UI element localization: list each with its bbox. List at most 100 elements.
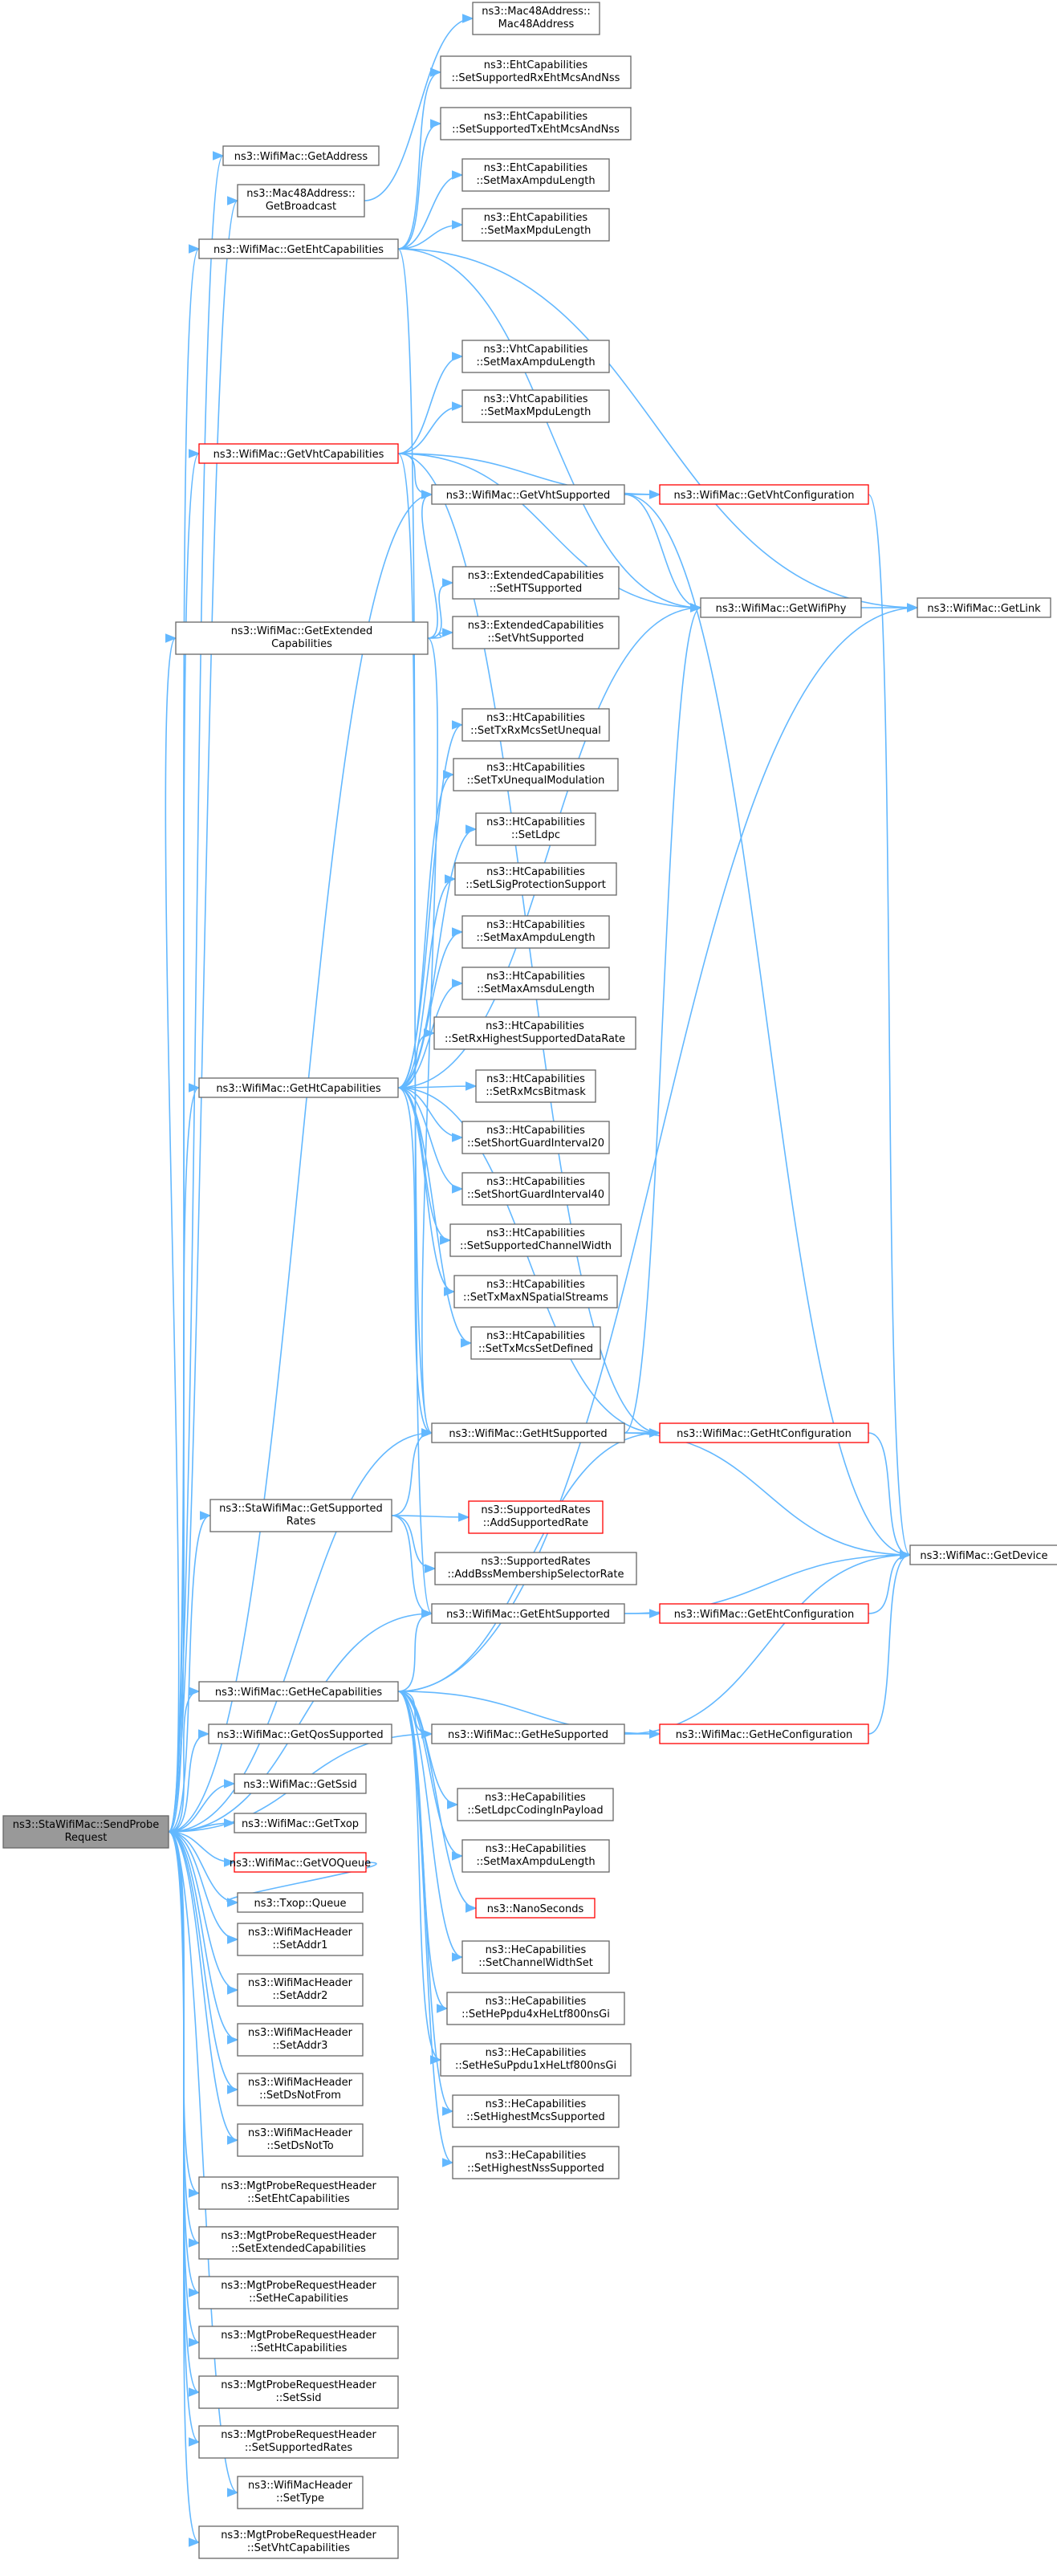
node-eht-setmpdu[interactable]: ns3::EhtCapabilities::SetMaxMpduLength [461, 208, 610, 242]
node-he-ppdu4x[interactable]: ns3::HeCapabilities::SetHePpdu4xHeLtf800… [446, 1992, 625, 2025]
node-label: ::SetSsid [276, 2392, 322, 2404]
node-label: ns3::EhtCapabilities [484, 162, 588, 174]
node-getheconf[interactable]: ns3::WifiMac::GetHeConfiguration [659, 1723, 869, 1744]
node-ht-ldpc[interactable]: ns3::HtCapabilities::SetLdpc [475, 812, 596, 846]
node-getdevice[interactable]: ns3::WifiMac::GetDevice [909, 1544, 1057, 1565]
node-label: ns3::WifiMac::GetHeConfiguration [676, 1729, 853, 1741]
node-box [208, 1723, 392, 1744]
node-eht-settx[interactable]: ns3::EhtCapabilities::SetSupportedTxEhtM… [440, 107, 632, 140]
node-ht-txrxunequal[interactable]: ns3::HtCapabilities::SetTxRxMcsSetUnequa… [461, 708, 610, 742]
node-ht-txunequalmod[interactable]: ns3::HtCapabilities::SetTxUnequalModulat… [453, 758, 619, 792]
node-getvhtsup[interactable]: ns3::WifiMac::GetVhtSupported [431, 484, 625, 505]
node-hdr-dsnotfrom[interactable]: ns3::WifiMacHeader::SetDsNotFrom [237, 2073, 364, 2106]
node-hdr-dsnotto[interactable]: ns3::WifiMacHeader::SetDsNotTo [237, 2123, 364, 2157]
node-probe-vht[interactable]: ns3::MgtProbeRequestHeader::SetVhtCapabi… [198, 2525, 399, 2559]
node-getwifiphy[interactable]: ns3::WifiMac::GetWifiPhy [700, 597, 862, 618]
node-probe-rates[interactable]: ns3::MgtProbeRequestHeader::SetSupported… [198, 2425, 399, 2459]
node-hdr-settype[interactable]: ns3::WifiMacHeader::SetType [237, 2476, 364, 2509]
node-getvhtcap[interactable]: ns3::WifiMac::GetVhtCapabilities [198, 443, 399, 464]
node-ht-sgi40[interactable]: ns3::HtCapabilities::SetShortGuardInterv… [461, 1172, 610, 1206]
node-box [237, 1892, 364, 1913]
node-txopqueue[interactable]: ns3::Txop::Queue [237, 1892, 364, 1913]
node-label: Rates [287, 1516, 316, 1528]
node-box [234, 1813, 367, 1833]
node-he-su1x[interactable]: ns3::HeCapabilities::SetHeSuPpdu1xHeLtf8… [440, 2043, 632, 2077]
node-ht-lsig[interactable]: ns3::HtCapabilities::SetLSigProtectionSu… [454, 862, 617, 896]
node-he-highmcs[interactable]: ns3::HeCapabilities::SetHighestMcsSuppor… [452, 2094, 620, 2128]
node-gethtcap[interactable]: ns3::WifiMac::GetHtCapabilities [198, 1077, 399, 1098]
node-eht-setampdu[interactable]: ns3::EhtCapabilities::SetMaxAmpduLength [461, 158, 610, 192]
node-box [431, 1603, 625, 1624]
node-box [440, 107, 632, 140]
node-eht-setrx[interactable]: ns3::EhtCapabilities::SetSupportedRxEhtM… [440, 55, 632, 89]
node-vht-setmpdu[interactable]: ns3::VhtCapabilities::SetMaxMpduLength [461, 389, 610, 423]
node-label: ns3::StaWifiMac::GetSupported [219, 1503, 383, 1515]
node-ht-txmaxnss[interactable]: ns3::HtCapabilities::SetTxMaxNSpatialStr… [453, 1275, 618, 1308]
node-label: ns3::HtCapabilities [486, 1330, 585, 1342]
node-ht-rxhighest[interactable]: ns3::HtCapabilities::SetRxHighestSupport… [433, 1016, 636, 1050]
node-ht-ampdu[interactable]: ns3::HtCapabilities::SetMaxAmpduLength [461, 915, 610, 949]
node-gethtsup[interactable]: ns3::WifiMac::GetHtSupported [431, 1422, 625, 1443]
node-box [237, 2073, 364, 2106]
node-ht-chwidth[interactable]: ns3::HtCapabilities::SetSupportedChannel… [449, 1223, 622, 1257]
node-getssid[interactable]: ns3::WifiMac::GetSsid [234, 1773, 367, 1794]
node-gethtconf[interactable]: ns3::WifiMac::GetHtConfiguration [659, 1422, 869, 1443]
node-he-highnss[interactable]: ns3::HeCapabilities::SetHighestNssSuppor… [452, 2146, 620, 2179]
node-gethesup[interactable]: ns3::WifiMac::GetHeSupported [431, 1723, 625, 1744]
node-label: ::SetSupportedRxEhtMcsAndNss [452, 72, 620, 84]
node-getlink[interactable]: ns3::WifiMac::GetLink [917, 597, 1051, 618]
node-label: ::SetMaxMpduLength [481, 406, 592, 418]
node-probe-eht[interactable]: ns3::MgtProbeRequestHeader::SetEhtCapabi… [198, 2176, 399, 2210]
node-getvhtconf[interactable]: ns3::WifiMac::GetVhtConfiguration [659, 484, 869, 505]
node-gethecap[interactable]: ns3::WifiMac::GetHeCapabilities [198, 1681, 399, 1702]
edge-root-to-gethtcap [168, 1083, 201, 1833]
edge-root-to-getextcap [165, 633, 180, 1833]
node-getqos[interactable]: ns3::WifiMac::GetQosSupported [208, 1723, 392, 1744]
edge-root-to-hdr-dsnotto [168, 1831, 239, 2145]
node-ext-setht[interactable]: ns3::ExtendedCapabilities::SetHTSupporte… [452, 566, 620, 600]
node-hdr-addr2[interactable]: ns3::WifiMacHeader::SetAddr2 [237, 1973, 364, 2007]
node-nanoseconds[interactable]: ns3::NanoSeconds [475, 1898, 596, 1919]
node-addbss[interactable]: ns3::SupportedRates::AddBssMembershipSel… [434, 1552, 637, 1585]
node-box [453, 758, 619, 792]
node-probe-ht[interactable]: ns3::MgtProbeRequestHeader::SetHtCapabil… [198, 2326, 399, 2359]
node-he-chwidth[interactable]: ns3::HeCapabilities::SetChannelWidthSet [461, 1940, 610, 1974]
node-vht-setampdu[interactable]: ns3::VhtCapabilities::SetMaxAmpduLength [461, 340, 610, 373]
node-getaddress[interactable]: ns3::WifiMac::GetAddress [222, 145, 380, 166]
node-ht-amsdu[interactable]: ns3::HtCapabilities::SetMaxAmsduLength [461, 967, 610, 1000]
node-hdr-addr3[interactable]: ns3::WifiMacHeader::SetAddr3 [237, 2023, 364, 2057]
edge-gethesup-to-getdevice [624, 1550, 912, 1735]
node-label: ns3::HtCapabilities [486, 762, 585, 774]
node-he-ldpc[interactable]: ns3::HeCapabilities::SetLdpcCodingInPayl… [457, 1788, 614, 1821]
node-ht-sgi20[interactable]: ns3::HtCapabilities::SetShortGuardInterv… [461, 1121, 610, 1154]
node-getvoqueue[interactable]: ns3::WifiMac::GetVOQueue [230, 1852, 371, 1873]
node-he-ampdu[interactable]: ns3::HeCapabilities::SetMaxAmpduLength [461, 1839, 610, 1873]
node-getehtcap[interactable]: ns3::WifiMac::GetEhtCapabilities [198, 238, 399, 259]
node-getehtsup[interactable]: ns3::WifiMac::GetEhtSupported [431, 1603, 625, 1624]
node-mac48-mac48[interactable]: ns3::Mac48Address::Mac48Address [472, 2, 600, 35]
node-label: ns3::HeCapabilities [486, 1944, 587, 1956]
node-gettxop[interactable]: ns3::WifiMac::GetTxop [234, 1813, 367, 1833]
node-probe-ssid[interactable]: ns3::MgtProbeRequestHeader::SetSsid [198, 2375, 399, 2409]
node-box [431, 484, 625, 505]
node-box [452, 2146, 620, 2179]
node-label: ns3::SupportedRates [481, 1556, 590, 1568]
node-box [222, 145, 380, 166]
node-box [434, 1552, 637, 1585]
node-ht-txmcsdef[interactable]: ns3::HtCapabilities::SetTxMcsSetDefined [470, 1326, 601, 1360]
node-getehtconf[interactable]: ns3::WifiMac::GetEhtConfiguration [659, 1603, 869, 1624]
node-label: ns3::WifiMac::GetHtConfiguration [677, 1428, 852, 1440]
node-ext-setvht[interactable]: ns3::ExtendedCapabilities::SetVhtSupport… [452, 616, 620, 649]
node-addsuprate[interactable]: ns3::SupportedRates::AddSupportedRate [468, 1500, 604, 1534]
edge-getvhtcap-to-vht-setampdu [397, 352, 464, 454]
node-probe-ext[interactable]: ns3::MgtProbeRequestHeader::SetExtendedC… [198, 2226, 399, 2260]
node-hdr-addr1[interactable]: ns3::WifiMacHeader::SetAddr1 [237, 1923, 364, 1956]
edge-getehtcap-to-eht-setrx [397, 67, 442, 250]
node-ht-rxmcsbitmask[interactable]: ns3::HtCapabilities::SetRxMcsBitmask [475, 1069, 596, 1103]
node-label: Request [65, 1832, 108, 1844]
node-getbroadcast[interactable]: ns3::Mac48Address::GetBroadcast [237, 184, 365, 218]
node-probe-he[interactable]: ns3::MgtProbeRequestHeader::SetHeCapabil… [198, 2276, 399, 2309]
